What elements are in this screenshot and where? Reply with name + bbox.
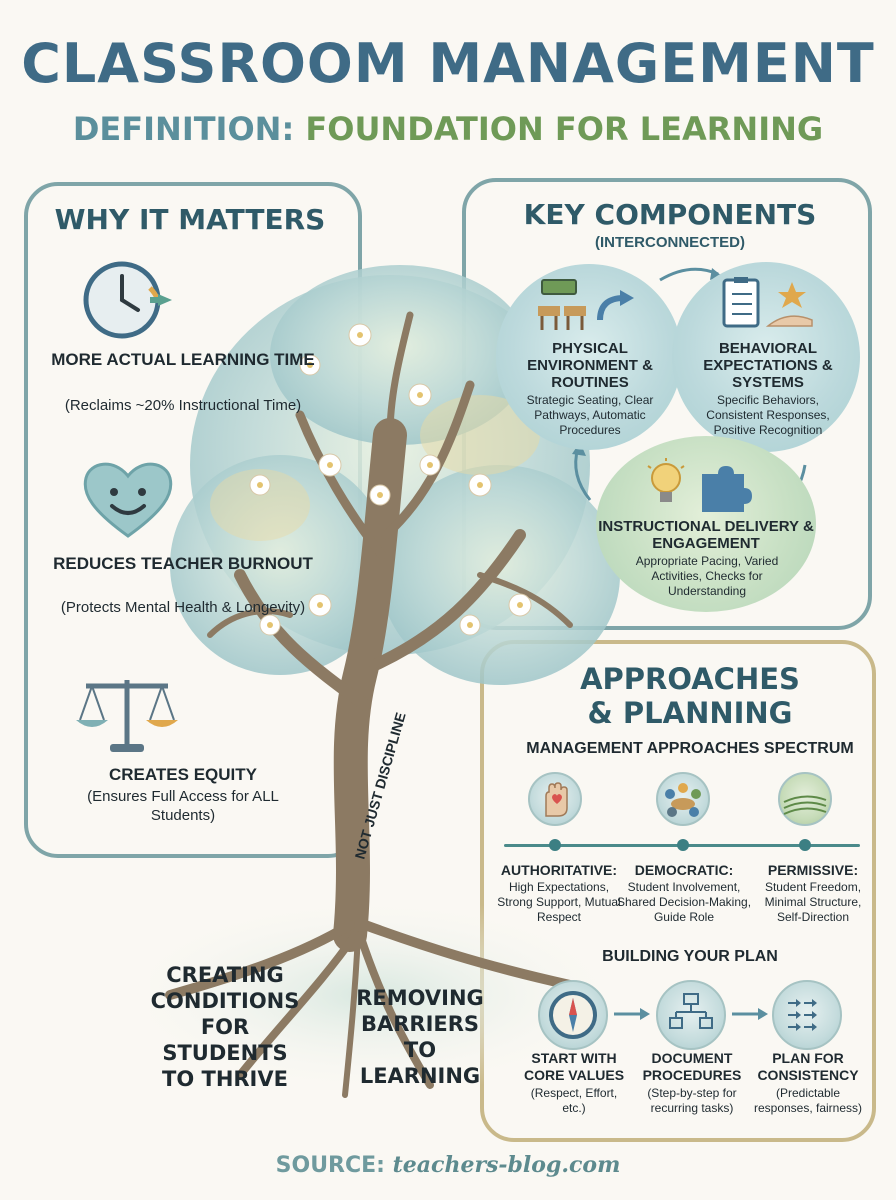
component-3-title: INSTRUCTIONAL DELIVERY & ENGAGEMENT <box>598 518 814 552</box>
key-heading: KEY COMPONENTS <box>523 198 817 231</box>
subtitle-highlight: FOUNDATION FOR LEARNING <box>305 110 824 148</box>
approaches-heading-line1: APPROACHES <box>580 662 800 696</box>
spectrum-icon-democratic-bg <box>656 772 710 826</box>
tree-roots <box>165 920 575 1098</box>
root-label-left: CREATING CONDITIONS FOR STUDENTS TO THRI… <box>150 963 300 1091</box>
lightbulb-puzzle-icon <box>647 458 752 512</box>
key-subheading: (INTERCONNECTED) <box>595 234 745 251</box>
scales-icon <box>76 680 178 752</box>
why-item-1-title: MORE ACTUAL LEARNING TIME <box>51 350 315 369</box>
component-2-title: BEHAVIORAL EXPECTATIONS & SYSTEMS <box>703 340 833 391</box>
why-item-3-title: CREATES EQUITY <box>109 765 257 784</box>
blossom-centers <box>257 332 523 628</box>
why-item-2-detail: (Protects Mental Health & Longevity) <box>60 599 306 616</box>
page-subtitle: DEFINITION: FOUNDATION FOR LEARNING <box>0 110 896 148</box>
spectrum-2-title: DEMOCRATIC: <box>634 862 734 878</box>
plan-1-detail: (Respect, Effort, etc.) <box>530 1086 618 1115</box>
spectrum-3-detail: Student Freedom, Minimal Structure, Self… <box>764 880 862 924</box>
clock-arrow-icon <box>83 261 172 339</box>
spectrum-icon-permissive-bg <box>778 772 832 826</box>
plan-1-title: START WITH CORE VALUES <box>523 1050 625 1083</box>
arrows-grid-icon <box>788 999 817 1031</box>
root-label-right: REMOVING BARRIERS TO LEARNING <box>356 986 484 1088</box>
plan-3-title: PLAN FOR CONSISTENCY <box>757 1050 859 1083</box>
open-field-icon <box>783 795 827 815</box>
approaches-heading: APPROACHES & PLANNING <box>560 662 820 730</box>
plan-icon-values-bg <box>538 980 608 1050</box>
spectrum-dot-permissive <box>799 839 811 851</box>
plan-arrow-1 <box>614 1008 650 1020</box>
smiling-heart-icon <box>83 462 173 538</box>
plan-2-detail: (Step-by-step for recurring tasks) <box>647 1086 737 1115</box>
flowchart-icon <box>669 993 713 1029</box>
plan-icon-consistency-bg <box>772 980 842 1050</box>
component-1-title: PHYSICAL ENVIRONMENT & ROUTINES <box>527 340 653 391</box>
plan-3-detail: (Predictable responses, fairness) <box>753 1086 863 1115</box>
why-heading: WHY IT MATTERS <box>54 203 326 236</box>
spectrum-dot-democratic <box>677 839 689 851</box>
subtitle-prefix: DEFINITION: <box>72 110 295 148</box>
spectrum-dot-authoritative <box>549 839 561 851</box>
spectrum-heading: MANAGEMENT APPROACHES SPECTRUM <box>526 740 854 757</box>
component-circle-physical <box>496 264 682 450</box>
component-circle-behavioral <box>672 262 860 452</box>
hand-heart-icon <box>545 782 568 817</box>
source-credit: SOURCE: teachers-blog.com <box>0 1152 896 1178</box>
plan-arrow-2 <box>732 1008 768 1020</box>
compass-icon <box>549 991 597 1039</box>
why-item-1-detail: (Reclaims ~20% Instructional Time) <box>64 397 302 414</box>
plan-2-title: DOCUMENT PROCEDURES <box>642 1050 742 1083</box>
spectrum-1-detail: High Expectations, Strong Support, Mutua… <box>497 880 621 924</box>
group-table-icon <box>665 783 701 817</box>
classroom-desks-icon <box>538 279 634 330</box>
why-item-3-detail: (Ensures Full Access for ALL Students) <box>87 788 279 824</box>
plan-heading: BUILDING YOUR PLAN <box>602 948 778 965</box>
why-item-2-title: REDUCES TEACHER BURNOUT <box>53 554 313 573</box>
approaches-heading-line2: & PLANNING <box>587 696 793 730</box>
source-url[interactable]: teachers-blog.com <box>392 1152 621 1178</box>
component-circle-instructional <box>596 436 816 612</box>
checklist-star-icon <box>722 277 813 328</box>
spectrum-icon-authoritative-bg <box>528 772 582 826</box>
approaches-panel <box>480 640 876 1142</box>
source-label: SOURCE: <box>275 1153 385 1178</box>
component-1-detail: Strategic Seating, Clear Pathways, Autom… <box>526 393 654 437</box>
tree-illustration: NOT JUST DISCIPLINE <box>150 265 630 1098</box>
spectrum-2-detail: Student Involvement, Shared Decision-Mak… <box>616 880 752 924</box>
spectrum-1-title: AUTHORITATIVE: <box>500 862 618 878</box>
component-2-detail: Specific Behaviors, Consistent Responses… <box>706 393 830 437</box>
component-3-detail: Appropriate Pacing, Varied Activities, C… <box>635 554 779 598</box>
spectrum-3-title: PERMISSIVE: <box>767 862 859 878</box>
plan-icon-procedures-bg <box>656 980 726 1050</box>
page-title: CLASSROOM MANAGEMENT <box>21 32 875 95</box>
